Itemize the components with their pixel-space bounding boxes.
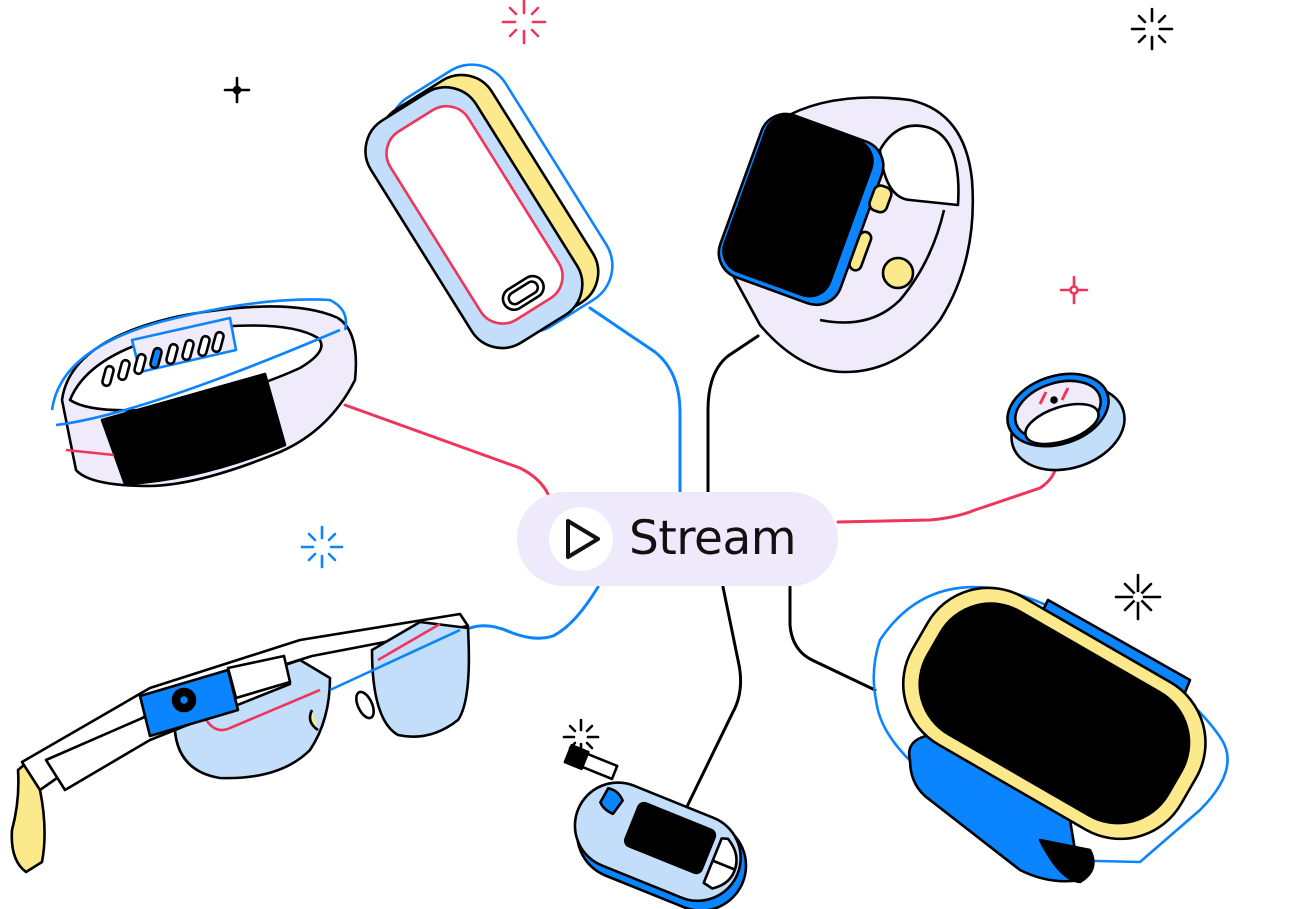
connector-smartwatch <box>706 334 760 494</box>
connector-lines <box>343 306 1057 827</box>
sparkle-icons <box>223 0 1174 756</box>
fitness-band-device <box>50 298 358 488</box>
sparkle-icon <box>1059 275 1089 305</box>
connector-clip-tracker <box>588 306 682 494</box>
connector-glucose <box>676 585 743 827</box>
smart-ring-device <box>1006 372 1126 472</box>
sparkle-icon <box>1114 573 1162 621</box>
play-icon <box>566 519 600 559</box>
hub-label: Stream <box>629 511 797 566</box>
smart-glasses-device <box>10 612 471 874</box>
connector-smart-ring <box>836 468 1057 524</box>
glucose-meter-device <box>563 744 748 909</box>
sparkle-icon <box>223 76 251 104</box>
play-button[interactable] <box>549 507 613 571</box>
arm-monitor-device <box>872 585 1229 884</box>
sparkle-icon <box>300 525 344 569</box>
connector-glasses <box>468 585 600 640</box>
sparkle-icon <box>1130 7 1174 51</box>
connector-fitness-band <box>343 403 550 496</box>
connector-arm-monitor <box>788 585 877 692</box>
sparkle-icon <box>501 0 547 45</box>
clip-tracker-device <box>364 63 614 350</box>
stream-hub[interactable]: Stream <box>517 492 838 586</box>
smartwatch-device <box>717 96 975 374</box>
